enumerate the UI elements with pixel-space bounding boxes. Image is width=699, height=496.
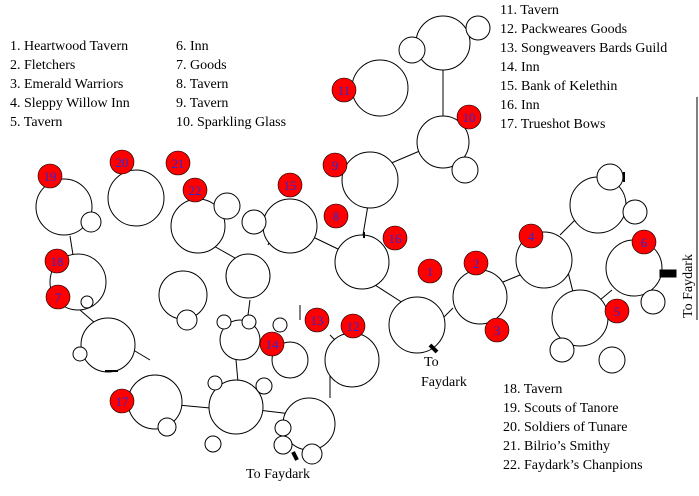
location-marker-number: 4 xyxy=(528,229,535,244)
location-marker xyxy=(323,203,349,229)
legend-item: 22. Faydark’s Chanpions xyxy=(503,458,643,473)
location-marker-number: 10 xyxy=(463,110,476,125)
location-marker-number: 5 xyxy=(614,304,621,319)
location-marker xyxy=(165,150,191,176)
location-marker xyxy=(331,77,357,103)
exit-label-center: To xyxy=(424,355,439,370)
legend-item: 17. Trueshot Bows xyxy=(500,117,605,132)
legend-item: 16. Inn xyxy=(500,98,540,113)
platforms xyxy=(35,15,663,451)
legend-item: 21. Bilrio’s Smithy xyxy=(503,439,610,454)
location-marker xyxy=(304,307,330,333)
huts xyxy=(72,15,666,465)
location-marker-number: 14 xyxy=(266,337,280,352)
legend-item: 1. Heartwood Tavern xyxy=(10,39,128,54)
legend-item: 15. Bank of Kelethin xyxy=(500,79,617,94)
location-marker-number: 20 xyxy=(116,155,129,170)
legend-item: 5. Tavern xyxy=(10,115,62,130)
legend-item: 11. Tavern xyxy=(500,3,559,18)
legend-item: 6. Inn xyxy=(176,39,209,54)
location-marker-number: 16 xyxy=(389,231,403,246)
location-marker-number: 7 xyxy=(55,290,62,305)
location-marker xyxy=(277,172,303,198)
legend: 1. Heartwood Tavern 2. Fletchers 3. Emer… xyxy=(10,3,667,473)
exit-label-bottom: To Faydark xyxy=(246,467,310,482)
location-marker-number: 1 xyxy=(427,264,434,279)
location-marker-number: 9 xyxy=(332,158,339,173)
location-marker-number: 6 xyxy=(641,235,648,250)
exit-label-center: Faydark xyxy=(421,375,467,390)
location-marker xyxy=(109,149,135,175)
location-marker xyxy=(45,284,71,310)
legend-item: 20. Soldiers of Tunare xyxy=(503,420,627,435)
location-marker-number: 17 xyxy=(116,394,130,409)
location-marker xyxy=(44,248,70,274)
legend-item: 14. Inn xyxy=(500,60,540,75)
legend-item: 9. Tavern xyxy=(176,96,228,111)
legend-item: 8. Tavern xyxy=(176,77,228,92)
location-marker-number: 21 xyxy=(172,156,185,171)
location-marker xyxy=(340,313,366,339)
location-marker-number: 18 xyxy=(51,254,64,269)
location-marker xyxy=(604,298,630,324)
legend-item: 18. Tavern xyxy=(503,382,562,397)
legend-item: 2. Fletchers xyxy=(10,58,75,73)
location-marker-number: 8 xyxy=(333,209,340,224)
location-marker-number: 3 xyxy=(494,323,501,338)
legend-item: 4. Sleppy Willow Inn xyxy=(10,96,130,111)
location-marker-number: 11 xyxy=(338,83,351,98)
location-marker xyxy=(456,104,482,130)
legend-item: 19. Scouts of Tanore xyxy=(503,401,618,416)
location-marker xyxy=(484,317,510,343)
location-marker xyxy=(417,258,443,284)
legend-item: 13. Songweavers Bards Guild xyxy=(500,41,667,56)
location-marker xyxy=(322,152,348,178)
location-marker xyxy=(259,331,285,357)
legend-item: 7. Goods xyxy=(176,58,227,73)
location-marker-number: 19 xyxy=(44,169,57,184)
location-marker xyxy=(463,250,489,276)
legend-item: 12. Packweares Goods xyxy=(500,22,627,37)
exit-ramps xyxy=(105,172,677,461)
location-marker-number: 15 xyxy=(284,178,297,193)
location-marker-number: 12 xyxy=(347,319,360,334)
legend-item: 3. Emerald Warriors xyxy=(10,77,123,92)
location-marker xyxy=(109,388,135,414)
legend-item: 10. Sparkling Glass xyxy=(176,115,286,130)
exit-label-right: To Faydark xyxy=(681,254,696,318)
location-marker xyxy=(37,163,63,189)
location-marker-number: 2 xyxy=(473,256,480,271)
location-marker xyxy=(631,229,657,255)
location-marker xyxy=(382,225,408,251)
location-marker xyxy=(518,223,544,249)
location-marker xyxy=(182,177,208,203)
location-marker-number: 13 xyxy=(311,313,324,328)
location-marker-number: 22 xyxy=(189,183,202,198)
